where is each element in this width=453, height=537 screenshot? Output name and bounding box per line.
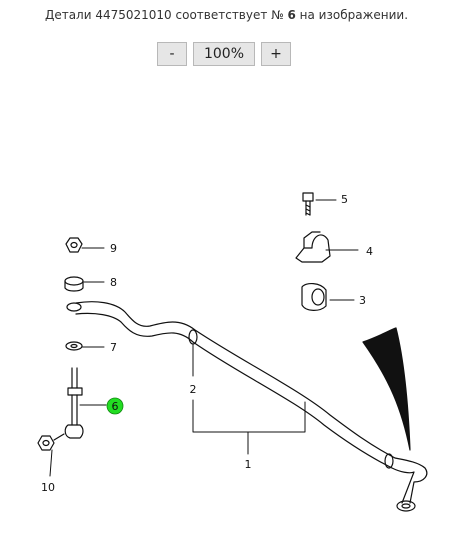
highlight-callout-marker[interactable]	[106, 397, 124, 415]
callout-6[interactable]: 6	[112, 400, 119, 413]
caption-part-number: 6	[287, 8, 296, 22]
callout-7[interactable]: 7	[110, 341, 117, 354]
shading-wedge	[362, 327, 411, 451]
zoom-controls: - 100% +	[157, 42, 291, 66]
page-caption: Детали 4475021010 соответствует № 6 на и…	[0, 8, 453, 22]
caption-prefix: Детали 4475021010 соответствует №	[44, 8, 284, 22]
washer-bottom-part	[65, 341, 83, 351]
nut-top-part	[65, 237, 83, 253]
caption-suffix: на изображении.	[299, 8, 409, 22]
callout-2[interactable]: 2	[190, 383, 197, 396]
nut-bottom-part	[37, 433, 65, 451]
stabilizer-bar	[75, 301, 428, 512]
bracket-part	[295, 231, 331, 263]
callout-1[interactable]: 1	[245, 458, 252, 471]
callout-10[interactable]: 10	[41, 481, 55, 494]
zoom-level-button[interactable]: 100%	[193, 42, 255, 66]
callout-4[interactable]: 4	[366, 245, 373, 258]
bolt-part	[302, 192, 314, 216]
zoom-out-button[interactable]: -	[157, 42, 187, 66]
callout-5[interactable]: 5	[341, 193, 348, 206]
leader-lines	[49, 199, 359, 477]
zoom-in-button[interactable]: +	[261, 42, 291, 66]
washer-top-part	[64, 276, 84, 292]
callout-8[interactable]: 8	[110, 276, 117, 289]
link-top-bushing	[66, 302, 82, 312]
stabilizer-link-part	[64, 367, 84, 439]
callout-9[interactable]: 9	[110, 242, 117, 255]
bushing-part	[301, 283, 327, 311]
callout-3[interactable]: 3	[359, 294, 366, 307]
